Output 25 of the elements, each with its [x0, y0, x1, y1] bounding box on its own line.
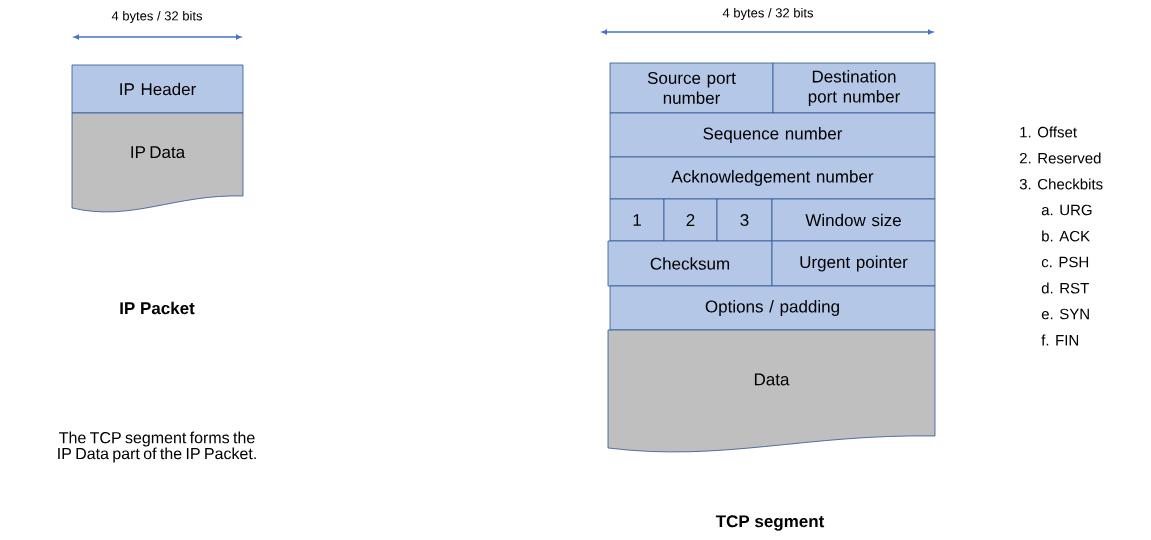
- header-field: 2: [663, 198, 718, 242]
- list-item: 3. Checkbits: [1019, 178, 1103, 190]
- header-field: 1: [609, 198, 665, 242]
- list-item: d. RST: [1041, 282, 1089, 294]
- list-item: c. PSH: [1041, 256, 1089, 268]
- data-block: IP Data: [71, 112, 244, 213]
- data-block: Data: [607, 329, 936, 453]
- header-field: 3: [716, 198, 773, 242]
- bold-label: TCP segment: [715, 515, 825, 531]
- list-item: f. FIN: [1041, 334, 1078, 346]
- dimension-label: 4 bytes / 32 bits: [722, 7, 814, 21]
- list-item: a. URG: [1041, 204, 1092, 216]
- note-text: The TCP segment forms the IP Data part of the IP Packet.: [58, 431, 256, 463]
- list-item: 2. Reserved: [1019, 152, 1101, 164]
- dimension-label: 4 bytes / 32 bits: [111, 10, 203, 24]
- header-field: Destination port number: [772, 62, 936, 114]
- header-field: Source port number: [609, 62, 774, 114]
- bold-label: IP Packet: [120, 301, 195, 315]
- header-field: Sequence number: [609, 112, 936, 158]
- list-item: e. SYN: [1041, 308, 1089, 320]
- list-item: 1. Offset: [1020, 126, 1077, 138]
- header-field: IP Header: [71, 64, 244, 114]
- header-field: Options / padding: [609, 285, 936, 331]
- header-field: Urgent pointer: [771, 240, 936, 287]
- list-item: b. ACK: [1042, 230, 1090, 242]
